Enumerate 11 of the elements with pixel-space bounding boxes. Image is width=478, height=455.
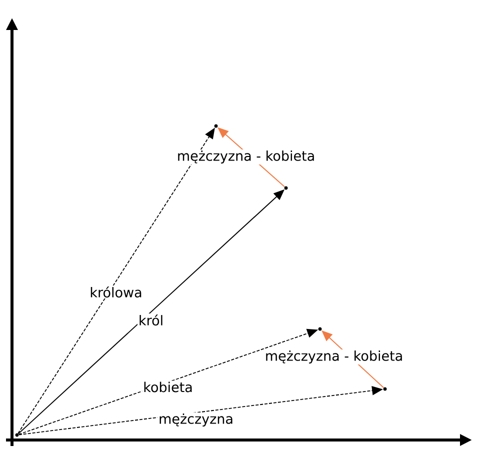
edge-label: mężczyzna - kobieta — [176, 149, 316, 165]
edge-label: kobieta — [142, 380, 194, 394]
edge-label: mężczyzna — [158, 412, 234, 428]
vector-end-point — [214, 124, 218, 128]
vector-end-point — [15, 433, 19, 437]
edge-label: królowa — [88, 286, 144, 298]
vector-end-point — [383, 387, 387, 391]
edge-label: król — [137, 314, 165, 326]
vector-end-point — [318, 327, 322, 331]
vector-end-point — [284, 186, 288, 190]
edge-label: mężczyzna - kobieta — [264, 349, 404, 365]
